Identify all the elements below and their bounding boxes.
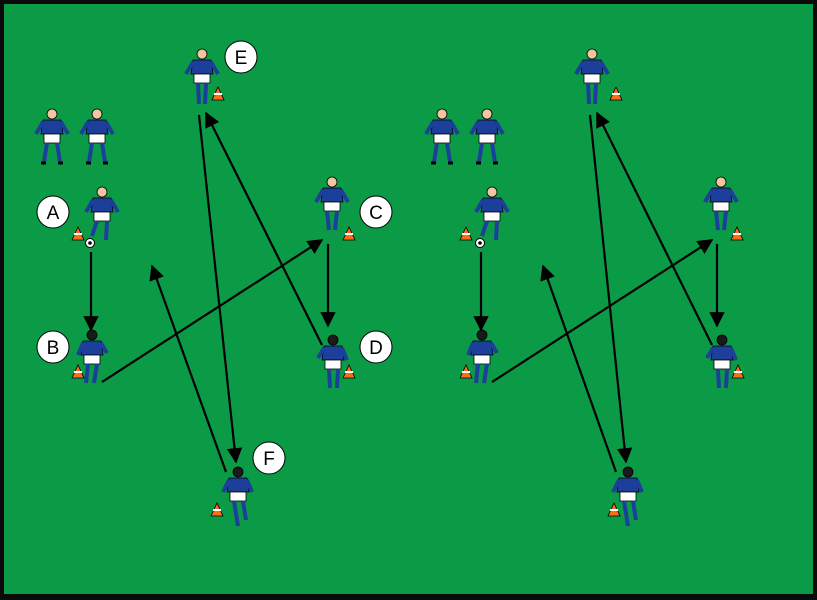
- player-icon: [221, 466, 254, 527]
- cone-icon: [730, 226, 744, 241]
- label-a-text: A: [47, 203, 60, 224]
- arrow-d-to-e: [205, 111, 323, 346]
- label-f: F: [252, 441, 286, 475]
- arrow-b-to-c-right: [491, 239, 714, 383]
- player-icon: [574, 48, 610, 105]
- cone-icon: [459, 364, 473, 379]
- player-icon: [184, 48, 220, 105]
- label-b-text: B: [47, 338, 60, 359]
- cone-icon: [609, 86, 623, 101]
- player-icon: [316, 334, 349, 389]
- right-drill-arrows: [473, 111, 725, 473]
- player-icon: [79, 108, 115, 165]
- label-e-text: E: [235, 48, 248, 69]
- player-icon: [76, 329, 109, 384]
- player-icon: [474, 186, 510, 241]
- ball-icon: [85, 238, 95, 248]
- player-icon: [705, 334, 738, 389]
- arrow-e-to-f: [197, 114, 243, 464]
- cone-icon: [342, 364, 356, 379]
- player-icon: [34, 108, 70, 165]
- label-b: B: [36, 330, 70, 364]
- player-icon: [424, 108, 460, 165]
- label-a: A: [36, 195, 70, 229]
- cone-icon: [71, 364, 85, 379]
- player-icon: [469, 108, 505, 165]
- label-d-text: D: [369, 338, 383, 359]
- label-c: C: [359, 195, 393, 229]
- cone-icon: [342, 226, 356, 241]
- cone-icon: [731, 364, 745, 379]
- arrow-f-run: [149, 264, 228, 473]
- arrow-e-to-f-right: [588, 114, 633, 464]
- arrow-b-to-c: [101, 239, 324, 383]
- pitch: [4, 4, 813, 594]
- player-icon: [314, 176, 350, 231]
- cone-icon: [71, 226, 85, 241]
- label-e: E: [224, 40, 258, 74]
- cone-icon: [211, 86, 225, 101]
- player-icon: [84, 186, 120, 241]
- label-d: D: [359, 330, 393, 364]
- ball-icon: [475, 238, 485, 248]
- cone-icon: [607, 502, 621, 517]
- cone-icon: [210, 502, 224, 517]
- label-c-text: C: [369, 203, 383, 224]
- arrow-f-run-right: [540, 264, 618, 473]
- arrow-d-to-e-right: [596, 111, 713, 346]
- cone-icon: [459, 226, 473, 241]
- player-icon: [703, 176, 739, 231]
- left-drill-arrows: [83, 111, 336, 473]
- player-icon: [611, 466, 644, 527]
- player-icon: [466, 329, 499, 384]
- label-f-text: F: [263, 449, 275, 470]
